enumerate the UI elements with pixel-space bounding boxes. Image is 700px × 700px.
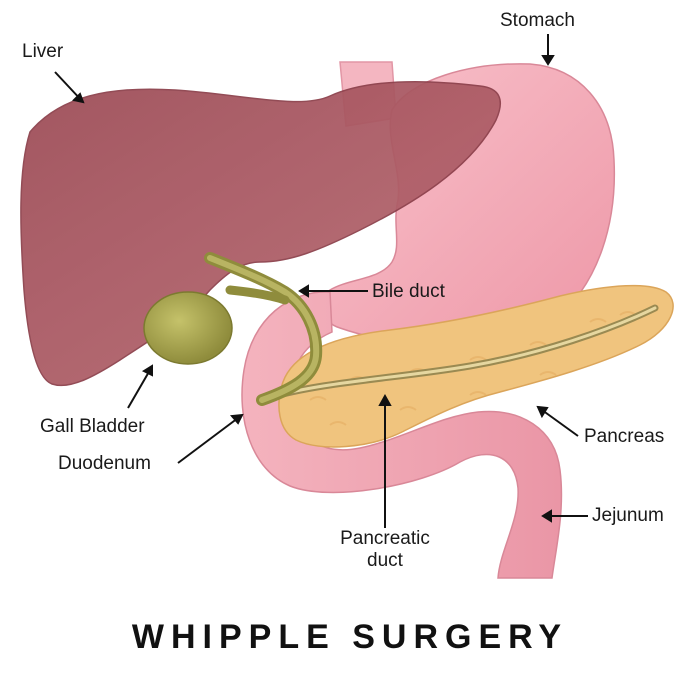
liver [20,81,501,387]
pancreas-texture [309,311,637,426]
pancreas-arrow [541,409,579,437]
gall-bladder-arrow [127,369,151,409]
label-bile-duct: Bile duct [372,281,445,302]
duodenum-arrow [177,417,239,464]
label-duodenum: Duodenum [58,453,151,474]
diagram-title: WHIPPLE SURGERY [131,618,569,656]
label-jejunum: Jejunum [592,505,664,526]
gall-bladder [143,291,233,365]
label-liver: Liver [22,41,64,62]
label-pancreas: Pancreas [584,426,665,447]
label-stomach: Stomach [500,10,575,31]
duodenum [241,291,563,579]
label-pancreatic-duct: Pancreatic duct [340,528,430,571]
label-gall-bladder: Gall Bladder [40,416,145,437]
